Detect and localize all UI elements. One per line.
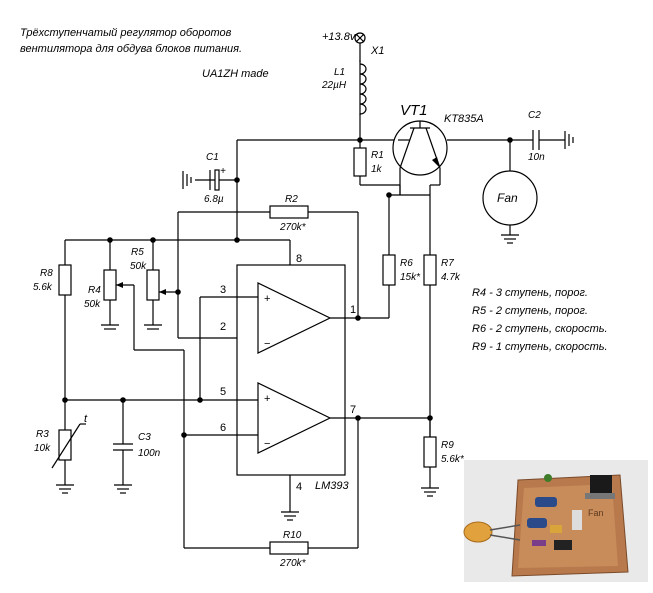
pin-1-label: 1	[350, 304, 356, 316]
r5-value: 50k	[130, 261, 147, 272]
c2-ref: C2	[528, 110, 541, 121]
vt1-type: KT835A	[444, 113, 484, 125]
r3-ref: R3	[36, 429, 49, 440]
potentiometer-r5	[146, 269, 160, 301]
supply-terminal	[354, 32, 366, 44]
r9-value: 5.6k*	[441, 454, 465, 465]
title-line-2: вентилятора для обдува блоков питания.	[20, 43, 242, 55]
vt1-ref: VT1	[400, 102, 428, 119]
comp-b-plus: +	[264, 393, 270, 405]
pin-6-label: 6	[220, 422, 226, 434]
pin-4-label: 4	[296, 481, 302, 493]
ground-r3	[56, 484, 74, 494]
ground-r5	[144, 324, 162, 330]
connector-label: X1	[370, 45, 384, 57]
pin-5-label: 5	[220, 386, 226, 398]
pin-8-label: 8	[296, 253, 302, 265]
r6-value: 15k*	[400, 272, 421, 283]
ground-c1	[182, 171, 192, 189]
r2-value: 270k*	[279, 222, 307, 233]
c1-polarity: +	[220, 166, 226, 177]
r4-value: 50k	[84, 299, 101, 310]
supply-label: +13.8v	[322, 31, 357, 43]
resistor-r9	[423, 436, 437, 468]
r9-ref: R9	[441, 440, 454, 451]
note-2: R5 - 2 ступень, порог.	[472, 305, 588, 317]
r5-ref: R5	[131, 247, 144, 258]
r1-ref: R1	[371, 150, 384, 161]
comp-a-plus: +	[264, 293, 270, 305]
ground-r4	[101, 324, 119, 330]
ground-r9	[421, 487, 439, 497]
r7-ref: R7	[441, 258, 454, 269]
ic-label: LM393	[315, 480, 350, 492]
resistor-r1	[353, 147, 367, 177]
note-4: R9 - 1 ступень, скорость.	[472, 341, 608, 353]
r2-ref: R2	[285, 194, 298, 205]
resistor-r8	[58, 264, 72, 296]
ground-c2	[564, 131, 574, 149]
r10-ref: R10	[283, 530, 302, 541]
r3-value: 10k	[34, 443, 51, 454]
fan-label: Fan	[497, 191, 518, 205]
pin-7-label: 7	[350, 404, 356, 416]
note-3: R6 - 2 ступень, скорость.	[472, 323, 608, 335]
thermistor-mark: t	[84, 413, 88, 425]
c1-value: 6.8µ	[204, 194, 224, 205]
resistor-r6	[382, 254, 396, 286]
author-label: UA1ZH made	[202, 68, 269, 80]
comp-a-minus: −	[264, 338, 270, 350]
r1-value: 1k	[371, 164, 383, 175]
r10-value: 270k*	[279, 558, 307, 569]
ground-ic	[281, 511, 299, 521]
transistor-vt1	[392, 120, 520, 176]
resistor-r10	[269, 541, 309, 555]
r6-ref: R6	[400, 258, 413, 269]
comparator-a	[257, 282, 332, 354]
r4-ref: R4	[88, 285, 101, 296]
potentiometer-r4	[103, 269, 117, 301]
comp-b-minus: −	[264, 438, 270, 450]
resistor-r2	[269, 205, 309, 219]
ground-fan	[501, 234, 519, 244]
c3-value: 100n	[138, 448, 161, 459]
c1-ref: C1	[206, 152, 219, 163]
ground-c3	[114, 484, 132, 494]
inductor-l1	[359, 60, 367, 115]
board-photo: Fan	[463, 460, 648, 582]
c3-ref: C3	[138, 432, 151, 443]
r8-value: 5.6k	[33, 282, 53, 293]
c2-value: 10n	[528, 152, 545, 163]
r8-ref: R8	[40, 268, 53, 279]
resistor-r7	[423, 254, 437, 286]
title-line-1: Трёхступенчатый регулятор оборотов	[20, 27, 232, 39]
photo-caption: Fan	[588, 508, 604, 518]
l1-ref: L1	[334, 67, 345, 78]
thermistor-r3	[58, 429, 72, 461]
r7-value: 4.7k	[441, 272, 461, 283]
note-1: R4 - 3 ступень, порог.	[472, 287, 588, 299]
pin-3-label: 3	[220, 284, 226, 296]
pin-2-label: 2	[220, 321, 226, 333]
l1-value: 22µH	[321, 80, 347, 91]
comparator-b	[257, 382, 332, 454]
